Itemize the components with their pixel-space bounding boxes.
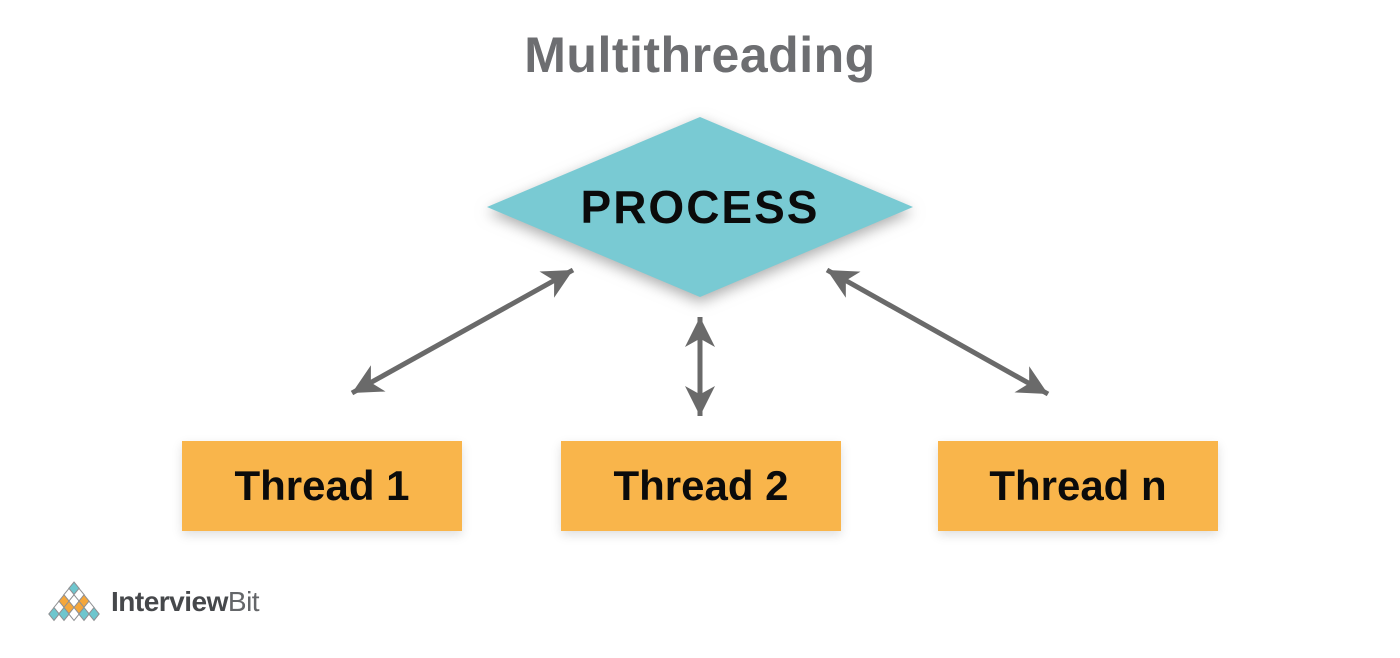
- interviewbit-logo: InterviewBit: [46, 580, 260, 624]
- logo-text-secondary: Bit: [227, 586, 260, 617]
- arrow-process-thread1: [350, 267, 575, 396]
- thread-node-n-label: Thread n: [989, 462, 1167, 509]
- thread-node-2-label: Thread 2: [613, 462, 789, 509]
- interviewbit-logo-text: InterviewBit: [111, 586, 260, 618]
- thread-node-2: Thread 2: [561, 441, 841, 531]
- thread-node-1-label: Thread 1: [234, 462, 410, 509]
- logo-text-primary: Interview: [111, 586, 228, 617]
- arrow-process-threadn: [825, 267, 1050, 397]
- process-diamond-shape: [487, 117, 913, 297]
- thread-node-1: Thread 1: [182, 441, 462, 531]
- process-node-label: PROCESS: [580, 181, 820, 233]
- thread-node-n: Thread n: [938, 441, 1218, 531]
- interviewbit-logo-mark-icon: [48, 581, 100, 621]
- diagram-title: Multithreading: [524, 27, 876, 83]
